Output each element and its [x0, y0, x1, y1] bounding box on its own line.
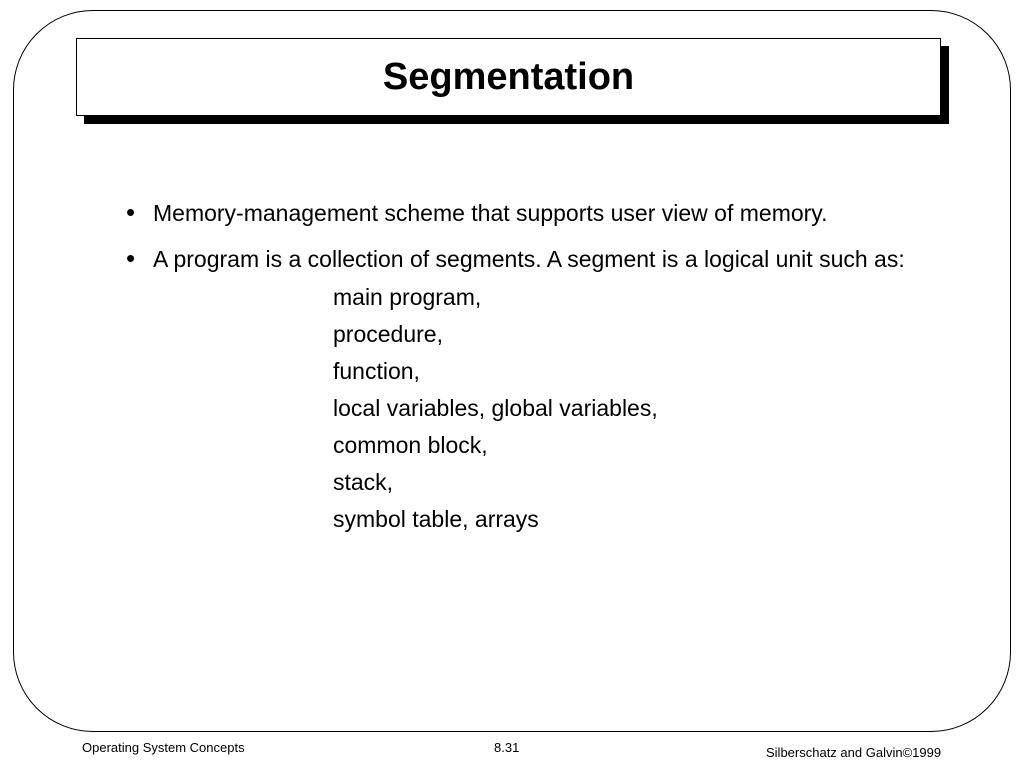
list-item: symbol table, arrays — [333, 506, 539, 532]
segment-examples-list: main program, procedure, function, local… — [126, 279, 926, 538]
footer-page-number: 8.31 — [494, 740, 520, 755]
list-item: stack, — [333, 469, 394, 495]
slide-title: Segmentation — [382, 56, 635, 98]
bullet-icon: • — [126, 197, 136, 227]
list-item: main program, — [333, 284, 482, 310]
list-item: function, — [333, 358, 420, 384]
bullet-text: Memory-management scheme that supports u… — [153, 200, 828, 226]
bullet-text: A program is a collection of segments. A… — [153, 246, 905, 272]
list-item: common block, — [333, 432, 488, 458]
bullet-icon: • — [126, 243, 136, 273]
slide-content: • Memory-management scheme that supports… — [126, 198, 926, 538]
slide-frame — [13, 10, 1011, 732]
list-item: procedure, — [333, 321, 443, 347]
footer-course-title: Operating System Concepts — [82, 740, 245, 755]
bullet-item: • Memory-management scheme that supports… — [126, 198, 926, 229]
list-item: local variables, global variables, — [333, 395, 658, 421]
bullet-item: • A program is a collection of segments.… — [126, 244, 926, 275]
title-box: Segmentation — [76, 38, 941, 116]
footer-copyright: Silberschatz and Galvin©1999 — [766, 745, 942, 760]
